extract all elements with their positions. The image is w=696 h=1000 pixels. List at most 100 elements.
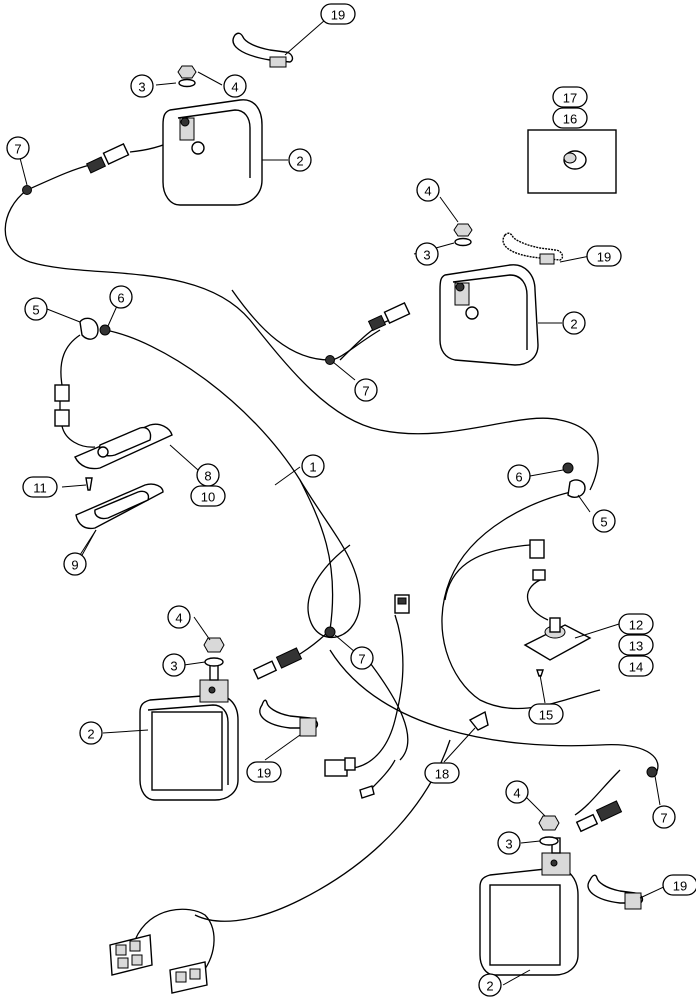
connector-lower-right (575, 766, 658, 833)
callout-bubble (223, 74, 247, 98)
connector-center (394, 594, 410, 614)
callout-bubble (109, 285, 133, 309)
callout-label: 4 (175, 611, 182, 626)
callout-label: 10 (201, 490, 215, 505)
callout-19: 19 (246, 761, 282, 783)
callout-label: 19 (257, 766, 271, 781)
callout-4: 4 (167, 605, 191, 629)
callout-label: 7 (362, 384, 369, 399)
callout-label: 8 (204, 469, 211, 484)
callout-13: 13 (618, 634, 654, 656)
callout-2: 2 (478, 973, 502, 997)
callout-label: 2 (570, 317, 577, 332)
nut-lower-right (538, 815, 560, 846)
cable-tie-lower-right (587, 874, 644, 910)
callout-bubble (79, 721, 103, 745)
callout-label: 2 (486, 979, 493, 994)
callout-label: 7 (14, 142, 21, 157)
callout-7: 7 (354, 378, 378, 402)
callout-bubble (288, 148, 312, 172)
callout-5: 5 (592, 509, 616, 533)
callout-bubble (415, 242, 439, 266)
callout-3: 3 (130, 74, 154, 98)
harness-plugs-bottom (109, 934, 208, 994)
callout-4: 4 (416, 178, 440, 202)
callout-7: 7 (350, 646, 374, 670)
callout-15: 15 (528, 703, 564, 725)
connectors-lower-center (324, 710, 489, 799)
callout-bubble (652, 805, 676, 829)
callout-bubble (354, 378, 378, 402)
callout-bubble (552, 86, 588, 108)
callout-bubble (528, 703, 564, 725)
callout-label: 4 (231, 80, 238, 95)
work-lamp-lower-right (479, 837, 579, 976)
callout-bubble (618, 613, 654, 635)
callout-label: 19 (597, 250, 611, 265)
callout-label: 7 (358, 652, 365, 667)
callout-19: 19 (320, 3, 356, 25)
work-lamp-top-right (439, 264, 539, 366)
callout-16: 16 (552, 107, 588, 129)
callout-9: 9 (63, 552, 87, 576)
cable-tie-top-right (502, 232, 564, 265)
nut-top-left (177, 65, 197, 88)
callout-8: 8 (196, 463, 220, 487)
callout-bubble (63, 552, 87, 576)
callout-label: 12 (629, 618, 643, 633)
main-harness-wires (4, 139, 659, 976)
callout-10: 10 (190, 485, 226, 507)
callout-18: 18 (424, 762, 460, 784)
callout-4: 4 (505, 780, 529, 804)
callout-bubble (505, 780, 529, 804)
callout-bubble (6, 136, 30, 160)
work-lamp-lower-left (139, 664, 239, 801)
callout-label: 1 (309, 460, 316, 475)
callout-bubble (167, 605, 191, 629)
callout-6: 6 (507, 464, 531, 488)
callout-bubble (301, 454, 325, 478)
callout-label: 5 (600, 515, 607, 530)
callout-label: 2 (87, 727, 94, 742)
callout-bubble (22, 476, 58, 498)
callout-3: 3 (162, 653, 186, 677)
inset-box-bulb (527, 129, 617, 194)
callout-bubble (130, 74, 154, 98)
connector-top-right (325, 301, 411, 365)
callout-bubble (497, 831, 521, 855)
callout-11: 11 (22, 476, 58, 498)
callout-label: 19 (673, 879, 687, 894)
callout-1: 1 (301, 454, 325, 478)
cable-tie-lower-left (259, 699, 319, 737)
callout-19: 19 (586, 245, 622, 267)
callout-17: 17 (552, 86, 588, 108)
callout-14: 14 (618, 655, 654, 677)
callout-label: 3 (170, 659, 177, 674)
callout-6: 6 (109, 285, 133, 309)
callout-label: 4 (424, 184, 431, 199)
callout-bubble (662, 874, 696, 896)
callout-label: 6 (515, 470, 522, 485)
callout-label: 18 (435, 767, 449, 782)
connector-lower-left (252, 626, 336, 680)
callout-bubble (562, 311, 586, 335)
callout-label: 2 (296, 154, 303, 169)
callout-5: 5 (24, 297, 48, 321)
callout-3: 3 (497, 831, 521, 855)
callout-label: 9 (71, 558, 78, 573)
callout-bubble (246, 761, 282, 783)
callout-bubble (190, 485, 226, 507)
callout-bubble (586, 245, 622, 267)
callout-bubble (478, 973, 502, 997)
callout-bubble (320, 3, 356, 25)
callout-bubble (416, 178, 440, 202)
callout-label: 3 (423, 248, 430, 263)
callout-label: 16 (563, 112, 577, 127)
callout-label: 6 (117, 291, 124, 306)
callout-label: 11 (33, 481, 47, 496)
callout-label: 5 (32, 303, 39, 318)
callout-bubble (618, 634, 654, 656)
callout-label: 13 (629, 639, 643, 654)
callout-19: 19 (662, 874, 696, 896)
